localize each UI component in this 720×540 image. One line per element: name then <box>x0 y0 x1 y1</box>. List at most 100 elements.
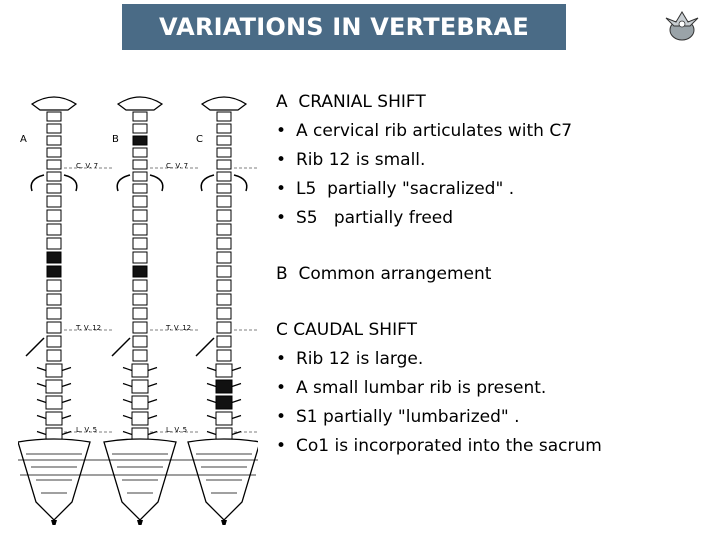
vertebral-body <box>132 147 148 158</box>
vertebral-body <box>46 135 62 146</box>
vertebral-body <box>46 237 62 250</box>
vertebral-body <box>132 335 148 348</box>
vertebral-body <box>46 159 62 170</box>
transverse-process <box>122 398 158 404</box>
vertebral-body <box>216 307 232 320</box>
vertebral-body <box>46 195 62 208</box>
coccyx-shape <box>221 520 227 525</box>
bullet-item: Rib 12 is large. <box>276 345 706 374</box>
vertebral-body <box>132 183 148 194</box>
description-panel: A CRANIAL SHIFT A cervical rib articulat… <box>276 88 706 488</box>
level-label-tv12-a: T. V. 12 <box>75 324 101 332</box>
vertebral-body <box>46 111 62 122</box>
rib-shape <box>30 174 45 192</box>
bullet-item: Rib 12 is small. <box>276 146 706 175</box>
vertebral-body <box>132 265 148 278</box>
section-heading: C CAUDAL SHIFT <box>276 320 417 340</box>
vertebral-body <box>46 123 62 134</box>
atlas-shape <box>200 96 248 111</box>
vertebral-body <box>131 411 149 426</box>
slide-title: VARIATIONS IN VERTEBRAE <box>122 4 566 50</box>
vertebral-body <box>216 135 232 146</box>
bullet-item: A small lumbar rib is present. <box>276 374 706 403</box>
vertebral-body <box>46 223 62 236</box>
transverse-process <box>122 414 158 420</box>
level-label-lv5-a: L. V. 5 <box>76 426 97 434</box>
rib-shape <box>200 174 215 192</box>
vertebral-body <box>46 147 62 158</box>
vertebral-body <box>216 265 232 278</box>
vertebral-body <box>216 223 232 236</box>
vertebral-body <box>216 171 232 182</box>
vertebral-body <box>132 159 148 170</box>
vertebral-body <box>216 209 232 222</box>
coccyx-shape <box>137 520 143 525</box>
vertebral-body <box>132 123 148 134</box>
vertebral-body <box>132 223 148 236</box>
atlas-shape <box>30 96 78 111</box>
bullet-item: S5 partially freed <box>276 204 706 233</box>
vertebral-body <box>132 209 148 222</box>
section-heading: A CRANIAL SHIFT <box>276 92 426 112</box>
vertebral-body <box>46 307 62 320</box>
vertebral-body <box>46 183 62 194</box>
vertebral-body <box>45 395 63 410</box>
vertebral-body <box>132 195 148 208</box>
vertebral-body <box>216 279 232 292</box>
pelvis-line <box>18 459 258 476</box>
vertebral-body <box>216 147 232 158</box>
vertebral-body <box>215 411 233 426</box>
vertebral-body <box>46 349 62 362</box>
vertebral-body <box>216 237 232 250</box>
section-heading: B Common arrangement <box>276 264 492 284</box>
vertebral-body <box>45 363 63 378</box>
section-caudal-shift: C CAUDAL SHIFT Rib 12 is large. A small … <box>276 316 706 461</box>
rib-shape <box>111 337 131 357</box>
rib-shape <box>195 337 215 357</box>
vertebral-body <box>216 251 232 264</box>
coccyx-shape <box>51 520 57 525</box>
vertebral-body <box>46 335 62 348</box>
rib-shape <box>25 337 45 357</box>
vertebral-body <box>45 379 63 394</box>
vertebral-body <box>216 321 232 334</box>
vertebral-body <box>46 209 62 222</box>
vertebral-body <box>46 279 62 292</box>
vertebral-body <box>132 237 148 250</box>
column-label-c: C <box>196 134 203 145</box>
vertebral-body <box>46 171 62 182</box>
vertebral-body <box>132 349 148 362</box>
rib-shape <box>149 174 164 192</box>
vertebral-body <box>216 183 232 194</box>
bullet-item: A cervical rib articulates with C7 <box>276 117 706 146</box>
vertebral-body <box>131 395 149 410</box>
vertebral-body <box>216 293 232 306</box>
transverse-process <box>206 382 242 388</box>
vertebral-body <box>132 111 148 122</box>
level-label-tv12-b: T. V. 12 <box>165 324 191 332</box>
vertebral-body <box>216 349 232 362</box>
rib-shape <box>63 174 78 192</box>
sacrum-shape <box>18 438 91 521</box>
section-cranial-shift: A CRANIAL SHIFT A cervical rib articulat… <box>276 88 706 233</box>
rib-shape <box>233 174 248 192</box>
transverse-process <box>206 398 242 404</box>
atlas-shape <box>116 96 164 111</box>
vertebra-icon <box>665 11 699 41</box>
vertebral-body <box>216 123 232 134</box>
vertebral-body <box>46 321 62 334</box>
vertebral-body <box>132 279 148 292</box>
sacrum-shape <box>187 438 258 521</box>
vertebral-body <box>216 335 232 348</box>
transverse-process <box>122 366 158 372</box>
vertebral-body <box>131 363 149 378</box>
vertebral-body <box>215 363 233 378</box>
column-label-a: A <box>20 134 27 145</box>
bullet-item: S1 partially "lumbarized" . <box>276 403 706 432</box>
level-label-cv7-b: C. V. 7 <box>166 162 188 170</box>
sacrum-shape <box>103 438 177 521</box>
transverse-process <box>36 382 72 388</box>
vertebral-body <box>216 195 232 208</box>
transverse-process <box>206 366 242 372</box>
vertebral-body <box>132 321 148 334</box>
